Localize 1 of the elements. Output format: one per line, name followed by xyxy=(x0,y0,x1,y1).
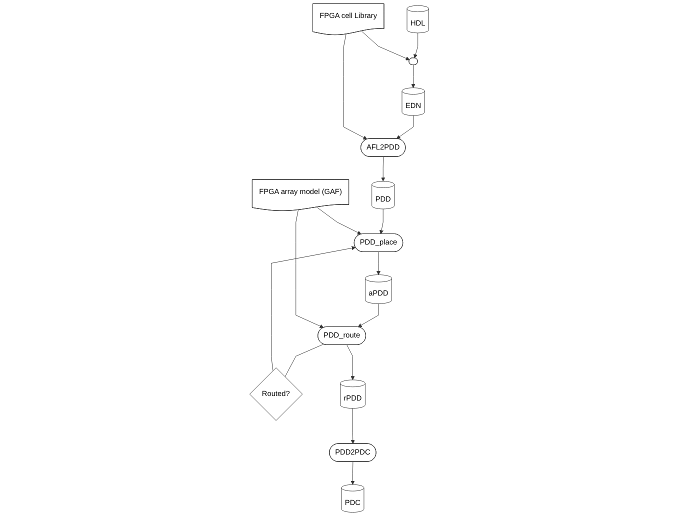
connector xyxy=(285,344,324,378)
